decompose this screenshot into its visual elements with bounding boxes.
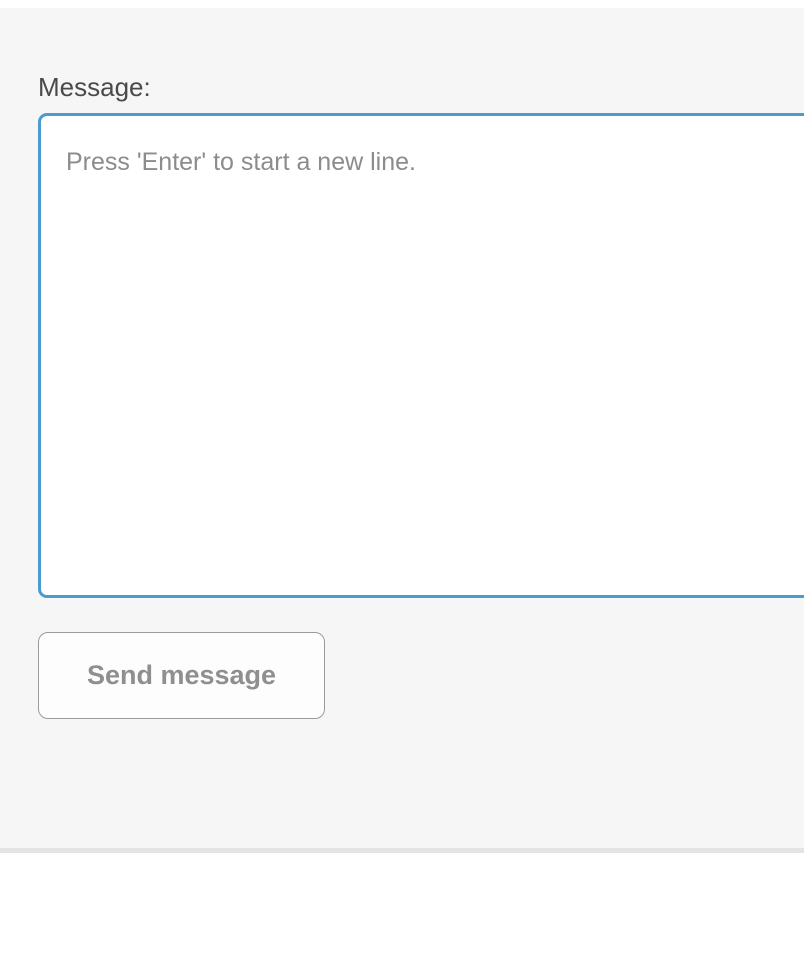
section-divider	[0, 848, 804, 853]
message-label: Message:	[38, 72, 151, 102]
top-white-strip	[0, 0, 804, 8]
lower-white-section	[0, 853, 804, 980]
send-message-button[interactable]: Send message	[38, 632, 325, 719]
message-textarea[interactable]	[38, 113, 804, 598]
